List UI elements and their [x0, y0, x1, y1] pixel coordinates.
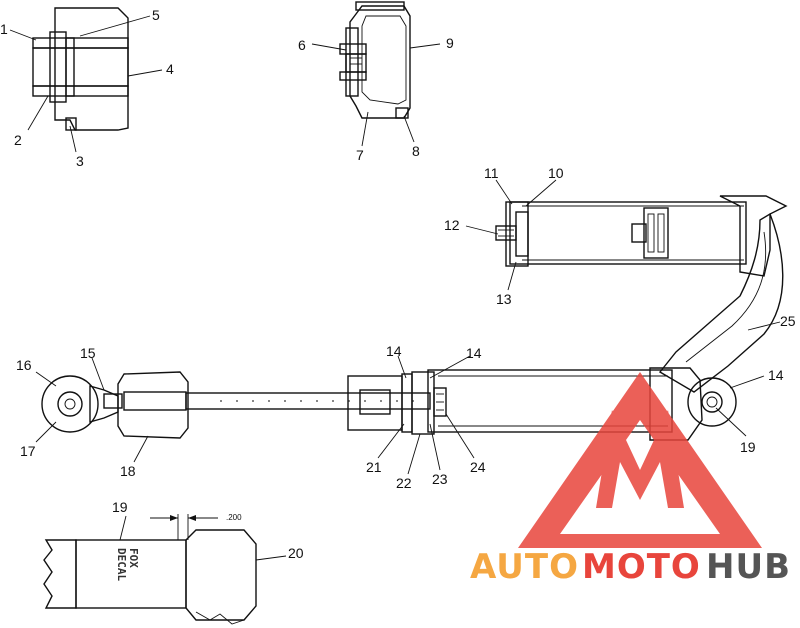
callout-19-decal: 19: [112, 499, 128, 515]
callout-5: 5: [152, 7, 160, 23]
watermark-triangle-icon: [518, 372, 762, 548]
callout-24: 24: [470, 459, 486, 475]
watermark-text: AUTO MOTO HUB: [470, 547, 791, 587]
reservoir-hose: [658, 212, 784, 393]
shock-body: [427, 367, 737, 441]
dimension-value: .200: [226, 513, 242, 522]
piston-assembly: [347, 371, 447, 435]
watermark-m-icon: [596, 410, 684, 508]
decal-detail: [43, 529, 257, 625]
leader-lines-eye-end: [35, 357, 149, 463]
watermark-hub: HUB: [706, 547, 791, 587]
leader-lines-bushing: [9, 15, 163, 153]
callout-22: 22: [396, 475, 412, 491]
callout-20: 20: [288, 545, 304, 561]
callout-25: 25: [780, 313, 796, 329]
leader-lines-piston: [377, 355, 475, 475]
callout-4: 4: [166, 61, 174, 77]
callout-6: 6: [298, 37, 306, 53]
callout-7: 7: [356, 147, 364, 163]
piston-shaft: [185, 392, 431, 410]
callout-14-piston-right: 14: [466, 345, 482, 361]
callout-14-piston-left: 14: [386, 343, 402, 359]
watermark-auto: AUTO: [470, 547, 579, 587]
watermark-moto: MOTO: [582, 547, 701, 587]
callout-18: 18: [120, 463, 136, 479]
reservoir-assembly: [495, 195, 788, 277]
dimension-lines: [150, 514, 218, 540]
callout-14-eye: 14: [768, 367, 784, 383]
callout-12: 12: [444, 217, 460, 233]
leader-line-hose: [747, 321, 781, 331]
callout-11: 11: [484, 165, 499, 181]
leader-lines-decal: [119, 515, 287, 561]
callout-15: 15: [80, 345, 96, 361]
decal-line1: FOX: [127, 548, 140, 568]
callout-3: 3: [76, 153, 84, 169]
callout-19-eye: 19: [740, 439, 756, 455]
callout-21: 21: [366, 459, 382, 475]
decal-line2: DECAL: [115, 548, 128, 581]
callout-13: 13: [496, 291, 512, 307]
callout-8: 8: [412, 143, 420, 159]
leader-lines-cap: [311, 43, 441, 147]
callout-9: 9: [446, 35, 454, 51]
callout-23: 23: [432, 471, 448, 487]
callout-2: 2: [14, 132, 22, 148]
callout-1: 1: [0, 21, 8, 37]
valve-cap-assembly: [339, 1, 411, 119]
callout-labels: 1 2 3 4 5 6 7 8 9 10 11 12 13 14 14 14 1…: [0, 7, 796, 561]
bushing-assembly: [32, 7, 129, 131]
leader-lines-reservoir: [465, 179, 557, 291]
bumper: [117, 371, 189, 439]
watermark-logo: [518, 372, 762, 548]
decal-text: FOX DECAL: [115, 548, 140, 581]
callout-10: 10: [548, 165, 564, 181]
callout-17: 17: [20, 443, 36, 459]
callout-16: 16: [16, 357, 32, 373]
leader-lines-eye: [715, 375, 765, 437]
